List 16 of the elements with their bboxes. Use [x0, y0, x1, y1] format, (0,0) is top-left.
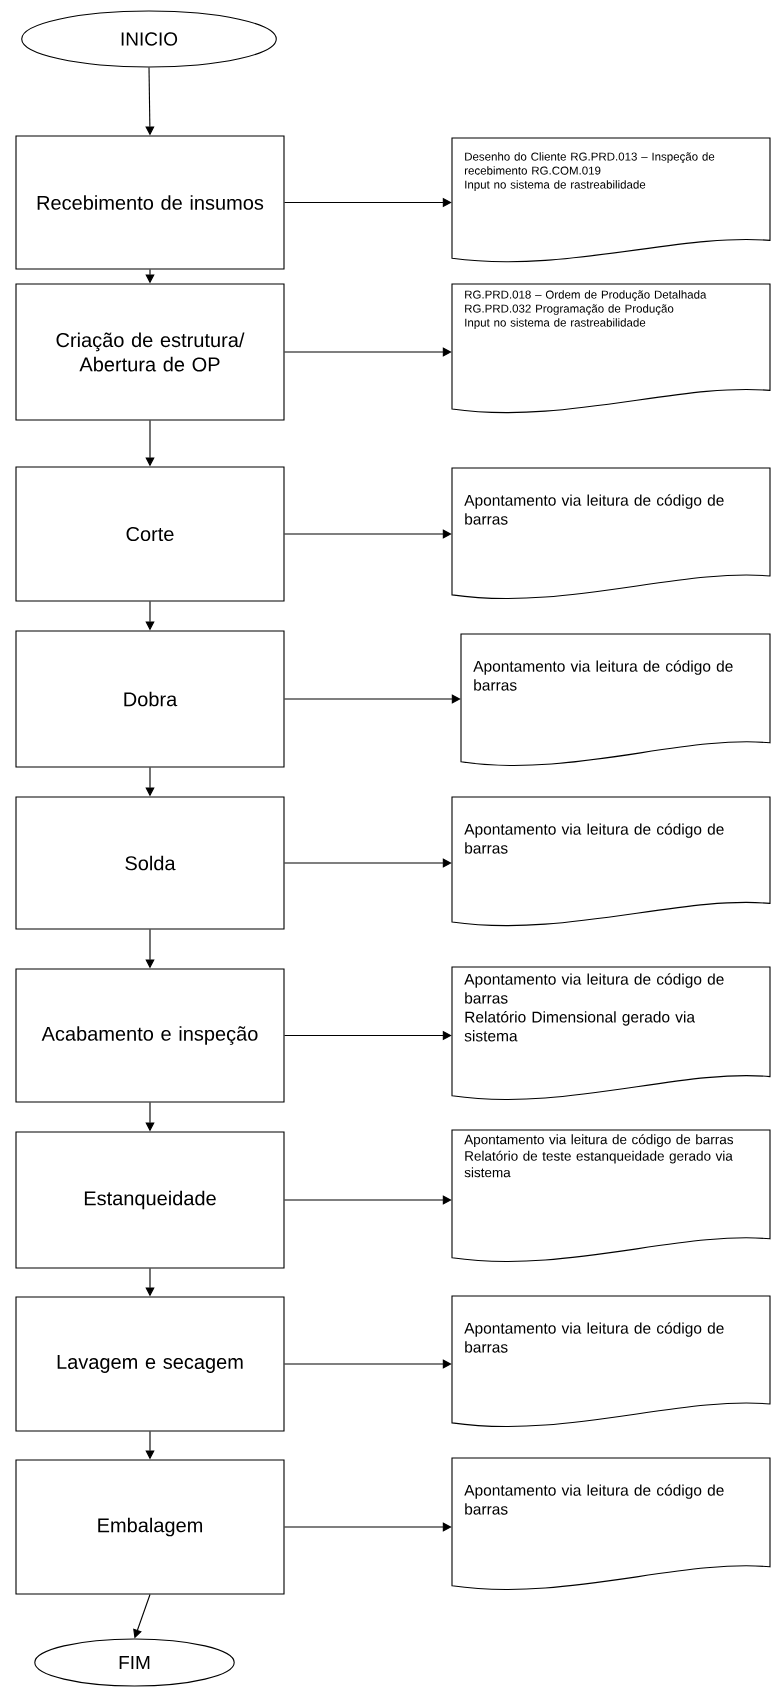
- arrow: [284, 1359, 452, 1369]
- arrow: [284, 694, 461, 704]
- arrow: [284, 347, 452, 357]
- process-box: Acabamento e inspeção: [15, 968, 285, 1103]
- process-box: Estanqueidade: [15, 1131, 285, 1269]
- process-box: Solda: [15, 796, 285, 930]
- arrow: [284, 529, 452, 539]
- process-box: Corte: [15, 466, 285, 602]
- arrow: [284, 1195, 452, 1205]
- process-box: Criação de estrutura/ Abertura de OP: [15, 283, 285, 421]
- process-box: Dobra: [15, 630, 285, 768]
- process-box: Recebimento de insumos: [15, 135, 285, 270]
- process-box: Embalagem: [15, 1459, 285, 1595]
- process-box: Lavagem e secagem: [15, 1296, 285, 1432]
- arrow: [284, 858, 452, 868]
- arrow: [284, 1522, 452, 1532]
